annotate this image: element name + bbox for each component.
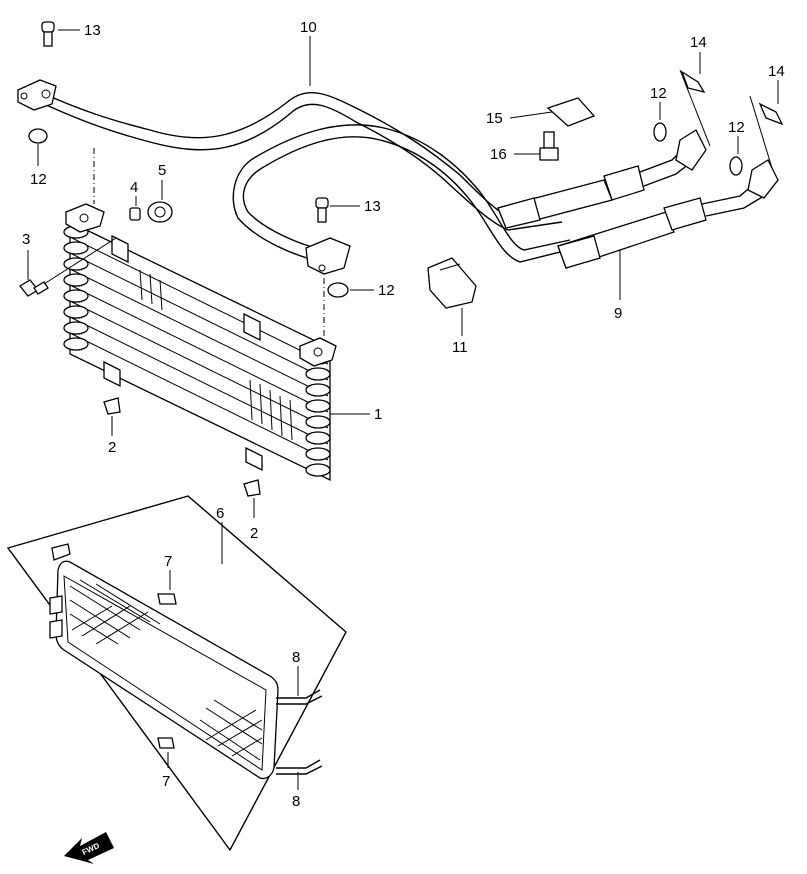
bolt-16 [539, 131, 559, 161]
label-14-a: 14 [690, 34, 707, 51]
oil-cooler-1 [63, 203, 337, 482]
damper-11 [427, 257, 477, 309]
bolt-14-a [679, 69, 711, 147]
label-2-right: 2 [250, 525, 258, 542]
hose-lower [557, 159, 779, 269]
callout-10: 10 [300, 19, 317, 86]
callout-6: 6 [216, 505, 224, 564]
clamp-15 [546, 97, 596, 127]
o-ring-12-left [28, 128, 48, 144]
label-8-lower: 8 [292, 793, 300, 810]
oil-pipe-10 [17, 79, 563, 231]
callout-1: 1 [330, 406, 382, 423]
callout-14-a: 14 [690, 34, 707, 74]
cooler-guard-6 [6, 495, 347, 852]
label-15: 15 [486, 110, 503, 127]
label-12-right-a: 12 [650, 85, 667, 102]
label-9: 9 [614, 305, 622, 322]
collar-4 [129, 207, 141, 221]
o-ring-12-mid [327, 282, 349, 298]
label-1: 1 [374, 406, 382, 423]
label-3: 3 [22, 231, 30, 248]
callout-12-left: 12 [30, 144, 47, 188]
callout-8-lower: 8 [292, 772, 300, 810]
label-7-lower: 7 [162, 773, 170, 790]
callout-13-lower: 13 [330, 198, 381, 215]
alignment-lines [93, 148, 325, 340]
clip-2-left [103, 397, 121, 415]
label-13-lower: 13 [364, 198, 381, 215]
clip-2-right [243, 479, 261, 497]
grommet-5 [147, 201, 173, 223]
callout-12-mid: 12 [350, 282, 395, 299]
label-13-upper: 13 [84, 22, 101, 39]
label-8-upper: 8 [292, 649, 300, 666]
callout-8-upper: 8 [292, 649, 300, 696]
callout-9: 9 [614, 250, 622, 322]
callout-5: 5 [158, 162, 166, 200]
label-16: 16 [490, 146, 507, 163]
label-6: 6 [216, 505, 224, 522]
callout-14-b: 14 [768, 63, 785, 104]
bolt-13-upper [41, 21, 55, 47]
callout-7-upper: 7 [164, 553, 172, 590]
label-2-left: 2 [108, 439, 116, 456]
bolt-14-b [749, 95, 784, 169]
callout-15: 15 [486, 110, 553, 127]
label-14-b: 14 [768, 63, 785, 80]
label-12-mid: 12 [378, 282, 395, 299]
fwd-arrow-icon: FWD [64, 832, 114, 864]
callout-7-lower: 7 [162, 752, 170, 790]
callout-2-right: 2 [250, 498, 258, 542]
label-12-right-b: 12 [728, 119, 745, 136]
callout-12-right-a: 12 [650, 85, 667, 120]
callout-12-right-b: 12 [728, 119, 745, 154]
hose-upper [497, 129, 707, 229]
o-ring-12-right-b [729, 156, 743, 176]
callout-4: 4 [130, 179, 138, 206]
label-5: 5 [158, 162, 166, 179]
callout-2-left: 2 [108, 416, 116, 456]
bolt-13-lower [315, 197, 329, 223]
label-4: 4 [130, 179, 138, 196]
bolt-3 [19, 237, 117, 297]
label-7-upper: 7 [164, 553, 172, 570]
callout-3: 3 [22, 231, 30, 280]
label-11: 11 [452, 339, 468, 356]
callout-11: 11 [452, 308, 468, 356]
callout-13-upper: 13 [58, 22, 101, 39]
label-10: 10 [300, 19, 317, 36]
label-12-left: 12 [30, 171, 47, 188]
oil-pipe-9 [232, 124, 571, 275]
o-ring-12-right-a [653, 122, 667, 142]
callout-16: 16 [490, 146, 540, 163]
